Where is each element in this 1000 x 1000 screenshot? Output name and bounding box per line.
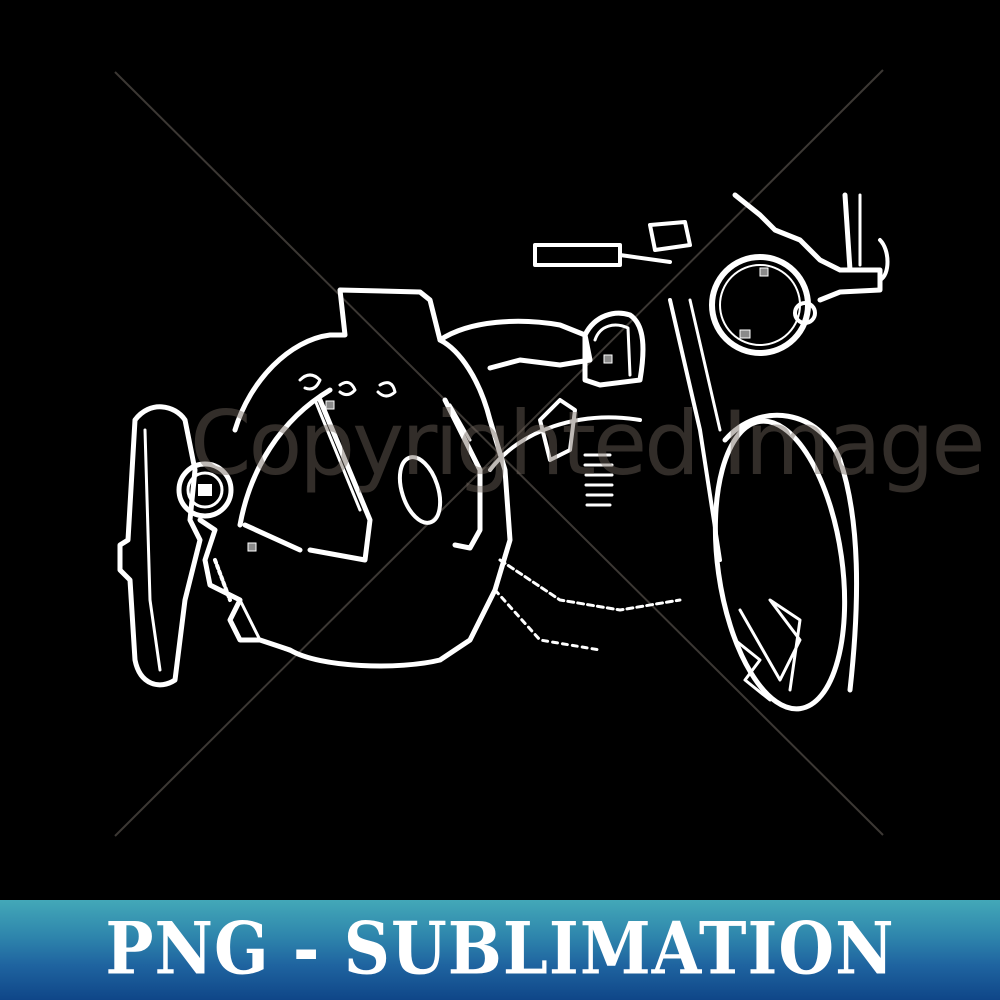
product-artwork: Copyrighted Image bbox=[114, 69, 986, 837]
motorcycle-sidecar-illustration bbox=[114, 69, 890, 837]
format-banner: PNG - SUBLIMATION bbox=[0, 900, 1000, 1000]
banner-label: PNG - SUBLIMATION bbox=[105, 907, 895, 992]
